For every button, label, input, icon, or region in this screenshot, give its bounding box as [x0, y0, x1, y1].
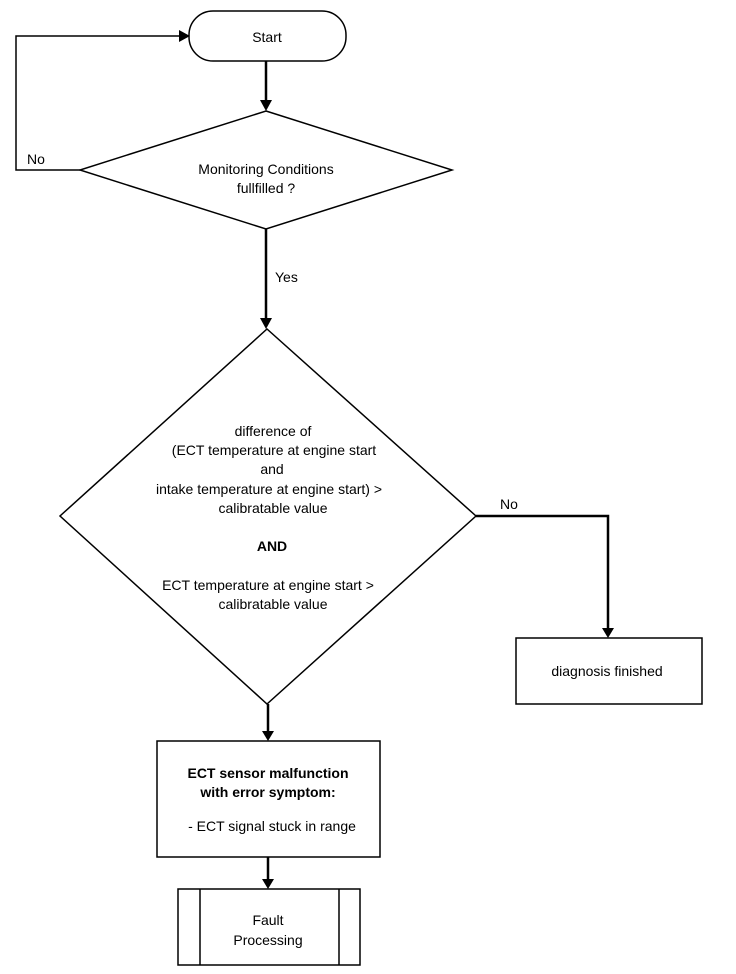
malfunction-line-3: - ECT signal stuck in range [188, 818, 356, 834]
fault-processing-line-1: Fault [252, 912, 283, 928]
malfunction-box [156, 740, 381, 858]
fault-processing-node: Fault Processing [177, 888, 361, 966]
diagnosis-finished-label: diagnosis finished [551, 663, 662, 679]
condition-line-5: calibratable value [219, 500, 328, 516]
start-node: Start [188, 10, 347, 62]
condition-line-7: calibratable value [219, 596, 328, 612]
arrowhead-condition [260, 318, 272, 329]
condition-line-6: ECT temperature at engine start > [162, 577, 374, 593]
monitoring-label-line-2: fullfilled ? [237, 180, 296, 196]
arrowhead-finished [602, 628, 614, 638]
malfunction-line-2: with error symptom: [199, 784, 335, 800]
edge-label-monitoring-no: No [27, 151, 45, 167]
monitoring-label-line-1: Monitoring Conditions [198, 161, 333, 177]
condition-line-3: and [260, 461, 283, 477]
condition-line-and: AND [257, 538, 287, 554]
arrowhead-fault [262, 879, 274, 889]
edge-label-condition-no: No [500, 496, 518, 512]
condition-decision: difference of (ECT temperature at engine… [58, 327, 478, 706]
fault-processing-box [177, 888, 361, 966]
arrowhead-monitoring [260, 100, 272, 111]
malfunction-line-1: ECT sensor malfunction [187, 765, 348, 781]
fault-processing-line-2: Processing [233, 932, 302, 948]
condition-line-2: (ECT temperature at engine start [172, 442, 377, 458]
arrowhead-malfunction [262, 731, 274, 741]
diagnosis-finished-box [515, 637, 703, 705]
condition-line-4: intake temperature at engine start) > [156, 481, 382, 497]
arrowhead-loop-start [179, 30, 190, 42]
start-label: Start [252, 29, 282, 45]
edge-condition-no [476, 514, 610, 630]
condition-line-1: difference of [235, 423, 312, 439]
malfunction-node: ECT sensor malfunction with error sympto… [156, 740, 381, 858]
edge-label-monitoring-yes: Yes [275, 269, 298, 285]
monitoring-decision: Monitoring Conditions fullfilled ? [77, 110, 455, 230]
diagnosis-finished-node: diagnosis finished [515, 637, 703, 705]
condition-diamond [58, 327, 478, 706]
edge-monitoring-no-loop [15, 35, 181, 171]
